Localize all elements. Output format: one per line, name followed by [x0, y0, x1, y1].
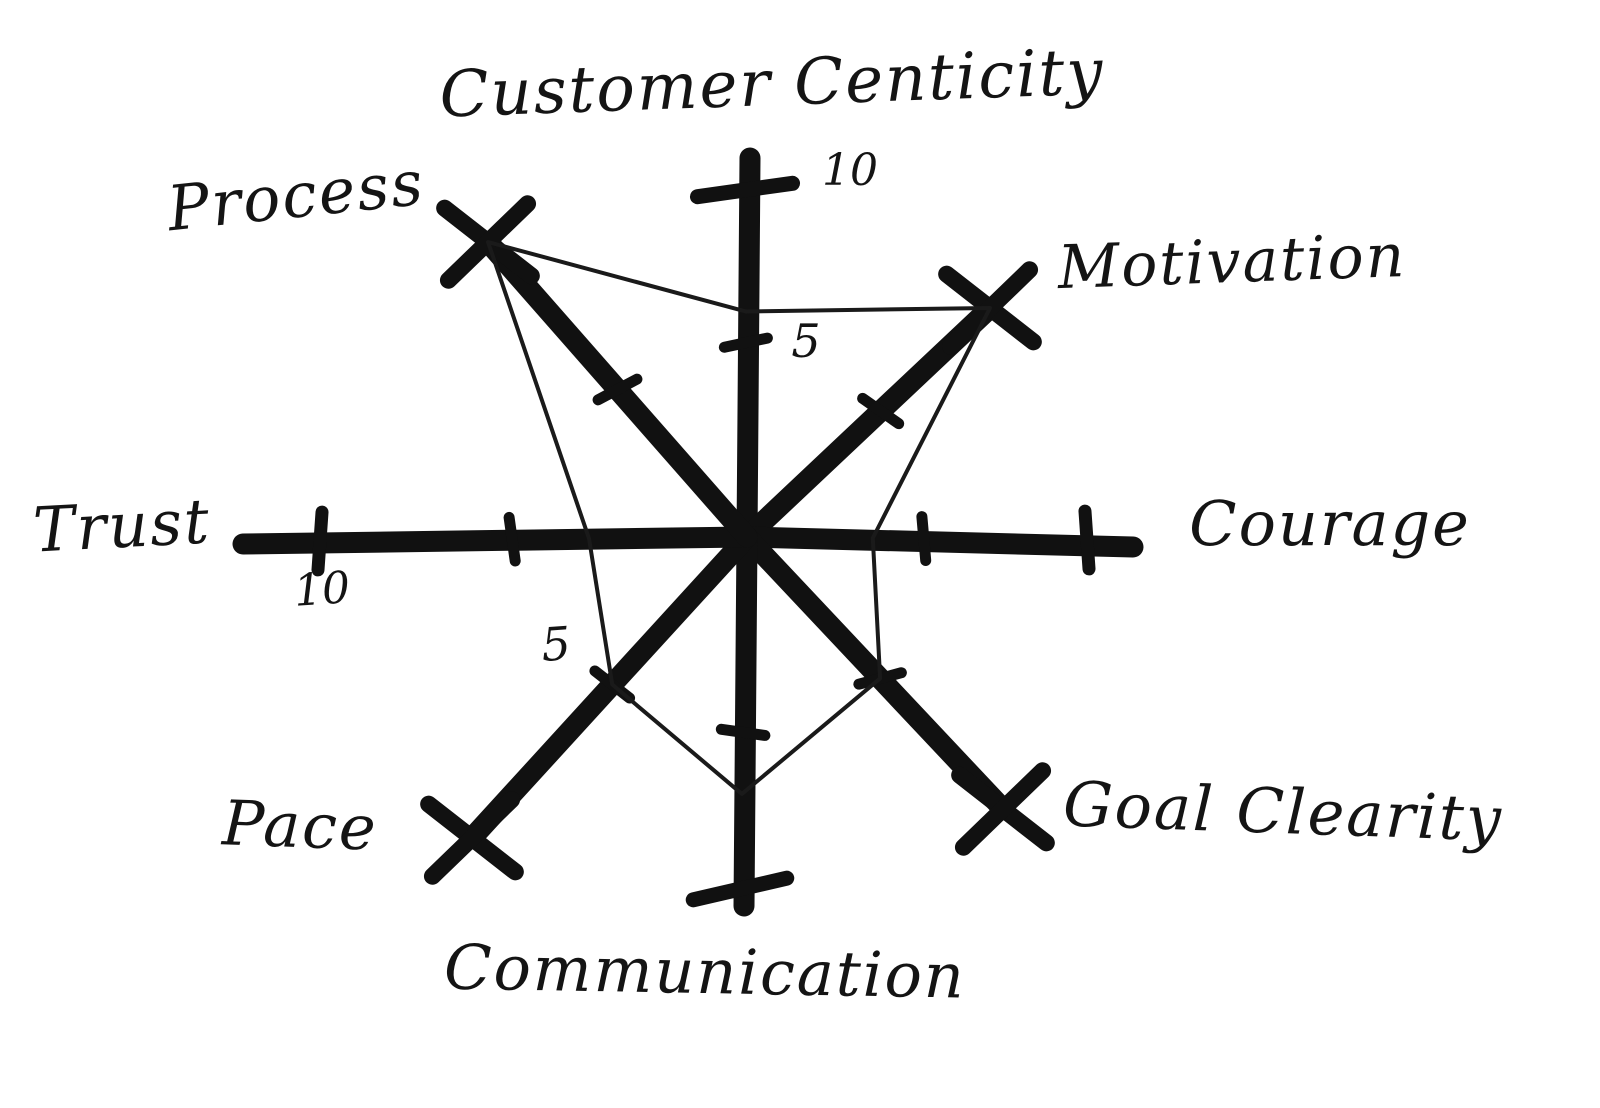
axis-spoke-goal-clearity [736, 526, 1014, 820]
scale-label-bottom-5: 5 [539, 616, 573, 672]
axis-end-bar-communication [685, 870, 795, 908]
axis-label-courage: Courage [1189, 487, 1471, 560]
axis-mid-tick-communication [715, 723, 771, 741]
axis-mid-tick-trust [503, 511, 521, 567]
axis-label-pace: Pace [221, 786, 379, 865]
axis-label-trust: Trust [31, 484, 213, 567]
axis-end-tick-courage [1078, 504, 1096, 576]
axis-spoke-courage [736, 526, 1144, 558]
data-polygon [486, 240, 992, 796]
axis-end-x-goal-clearity [954, 762, 1052, 856]
axis-label-communication: Communication [443, 930, 967, 1013]
axis-spoke-trust [232, 526, 758, 555]
axis-end-bar-customer-centricity [689, 175, 801, 205]
scale-label-top-5: 5 [791, 314, 821, 368]
scale-label-top-10: 10 [822, 145, 878, 196]
axis-mid-tick-motivation [857, 392, 905, 430]
axis-mid-tick-process [592, 373, 643, 406]
axis-end-tick-trust [311, 505, 329, 577]
axis-end-x-pace [423, 791, 521, 885]
axis-spoke-communication [733, 526, 758, 917]
axis-label-goal-clearity: Goal Clearity [1062, 767, 1505, 856]
scale-label-left-10: 10 [292, 562, 352, 617]
axis-mid-tick-customer-centricity [718, 332, 773, 353]
axis-mid-tick-courage [916, 511, 932, 566]
axis-label-motivation: Motivation [1056, 220, 1408, 304]
